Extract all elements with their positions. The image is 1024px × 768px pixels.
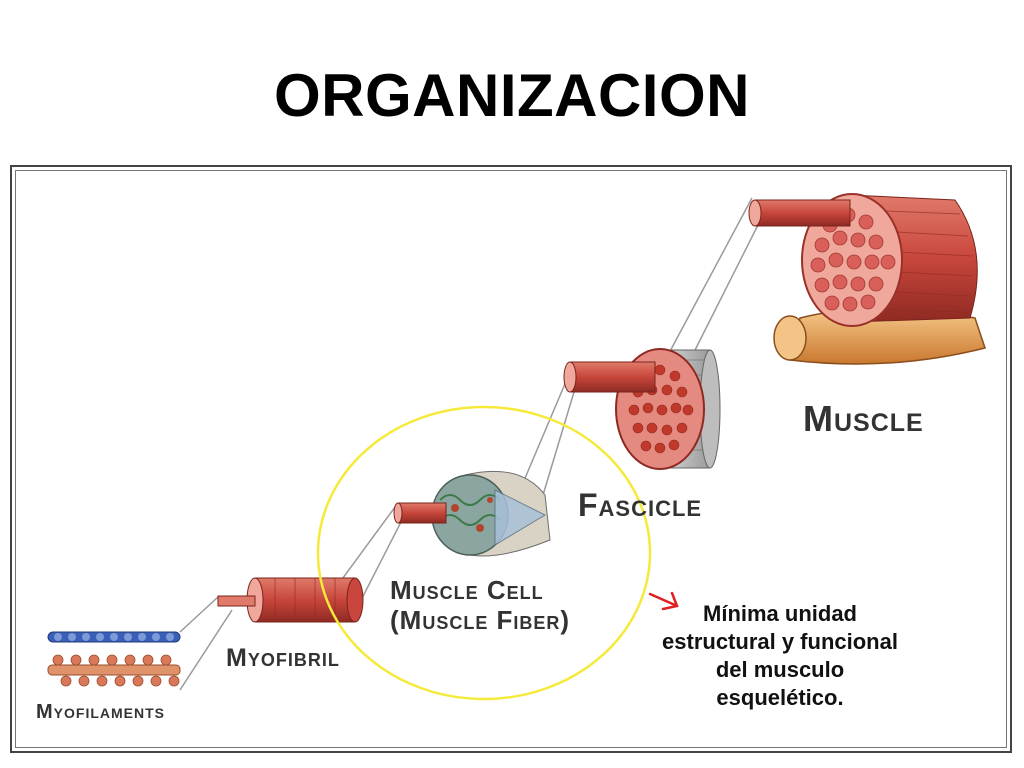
highlight-circle	[316, 405, 652, 701]
myofibril-label: Myofibril	[226, 644, 340, 672]
slide-title: ORGANIZACION	[274, 62, 750, 129]
fascicle-label: Fascicle	[578, 487, 703, 523]
muscle-label: Muscle	[803, 398, 924, 439]
caption-line-4: esquelético.	[716, 685, 844, 710]
myofilaments-label: Myofilaments	[36, 701, 165, 723]
caption-line-2: estructural y funcional	[662, 629, 898, 654]
caption-line-3: del musculo	[715, 657, 845, 682]
connector-lines	[179, 197, 759, 691]
muscle-cell-illustration	[393, 470, 551, 557]
muscle-cell-label-line2: (Muscle Fiber)	[390, 605, 571, 635]
muscle-cell-label: Muscle Cell (Muscle Fiber)	[390, 575, 570, 635]
caption-text: Mínima unidad estructural y funcional de…	[620, 600, 940, 712]
arrow-icon	[648, 591, 679, 611]
caption-line-1: Mínima unidad	[703, 601, 857, 626]
muscle-illustration	[748, 193, 986, 365]
fascicle-illustration	[563, 348, 721, 470]
muscle-cell-label-line1: Muscle Cell	[390, 575, 544, 605]
myofibril-illustration	[217, 577, 364, 623]
myofilaments-illustration	[47, 631, 181, 687]
